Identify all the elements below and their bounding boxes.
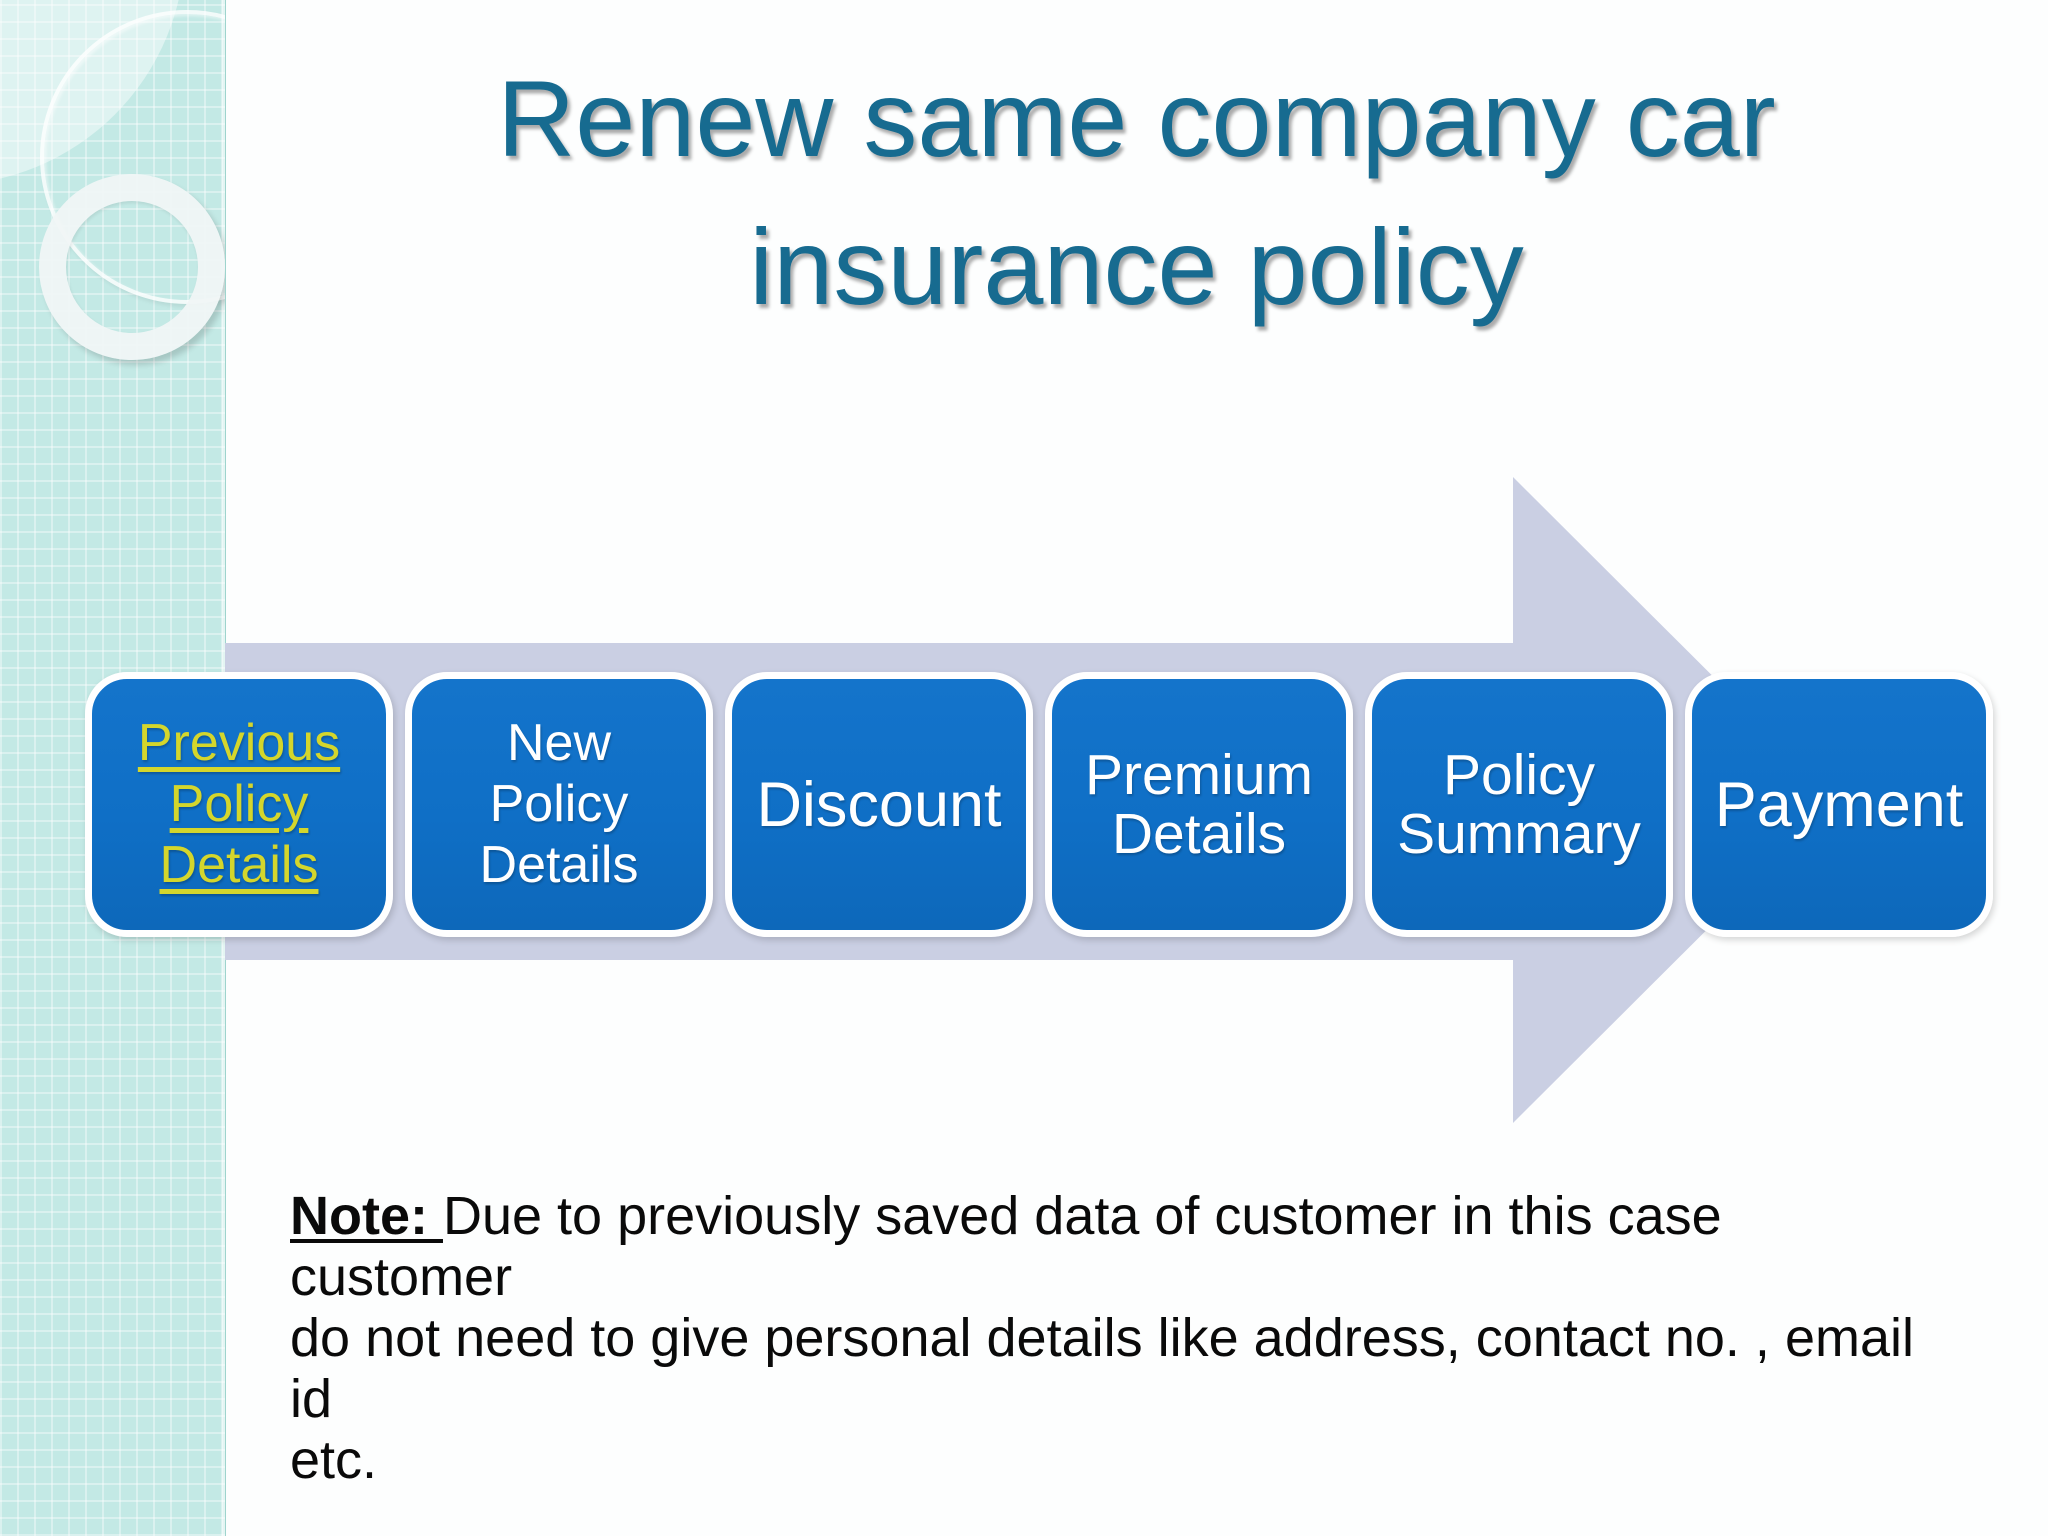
step-premium-details: Premium Details (1045, 672, 1353, 937)
step-label: Discount (756, 769, 1002, 840)
slide-title-line-2: insurance policy (749, 206, 1524, 327)
slide-title-line-1: Renew same company car (497, 58, 1776, 179)
step-label: Policy Summary (1397, 742, 1641, 866)
step-label: Payment (1714, 769, 1964, 840)
step-policy-summary: Policy Summary (1365, 672, 1673, 937)
step-label: Premium Details (1084, 742, 1314, 866)
step-new-policy-details: New Policy Details (405, 672, 713, 937)
step-label: New Policy Details (479, 714, 639, 894)
note-text: Note: Due to previously saved data of cu… (290, 1186, 1930, 1491)
note-label: Note: (290, 1186, 443, 1246)
note-line-3: etc. (290, 1430, 378, 1490)
step-discount: Discount (725, 672, 1033, 937)
slide-title: Renew same company car insurance policy (225, 45, 2048, 341)
note-line-1: Note: Due to previously saved data of cu… (290, 1186, 1930, 1308)
decorative-ring (39, 174, 225, 360)
step-payment: Payment (1685, 672, 1993, 937)
note-line-2: do not need to give personal details lik… (290, 1308, 1914, 1429)
step-label: Previous Policy Details (137, 714, 341, 894)
note-line-1-rest: Due to previously saved data of customer… (290, 1186, 1722, 1307)
step-previous-policy-details[interactable]: Previous Policy Details (85, 672, 393, 937)
